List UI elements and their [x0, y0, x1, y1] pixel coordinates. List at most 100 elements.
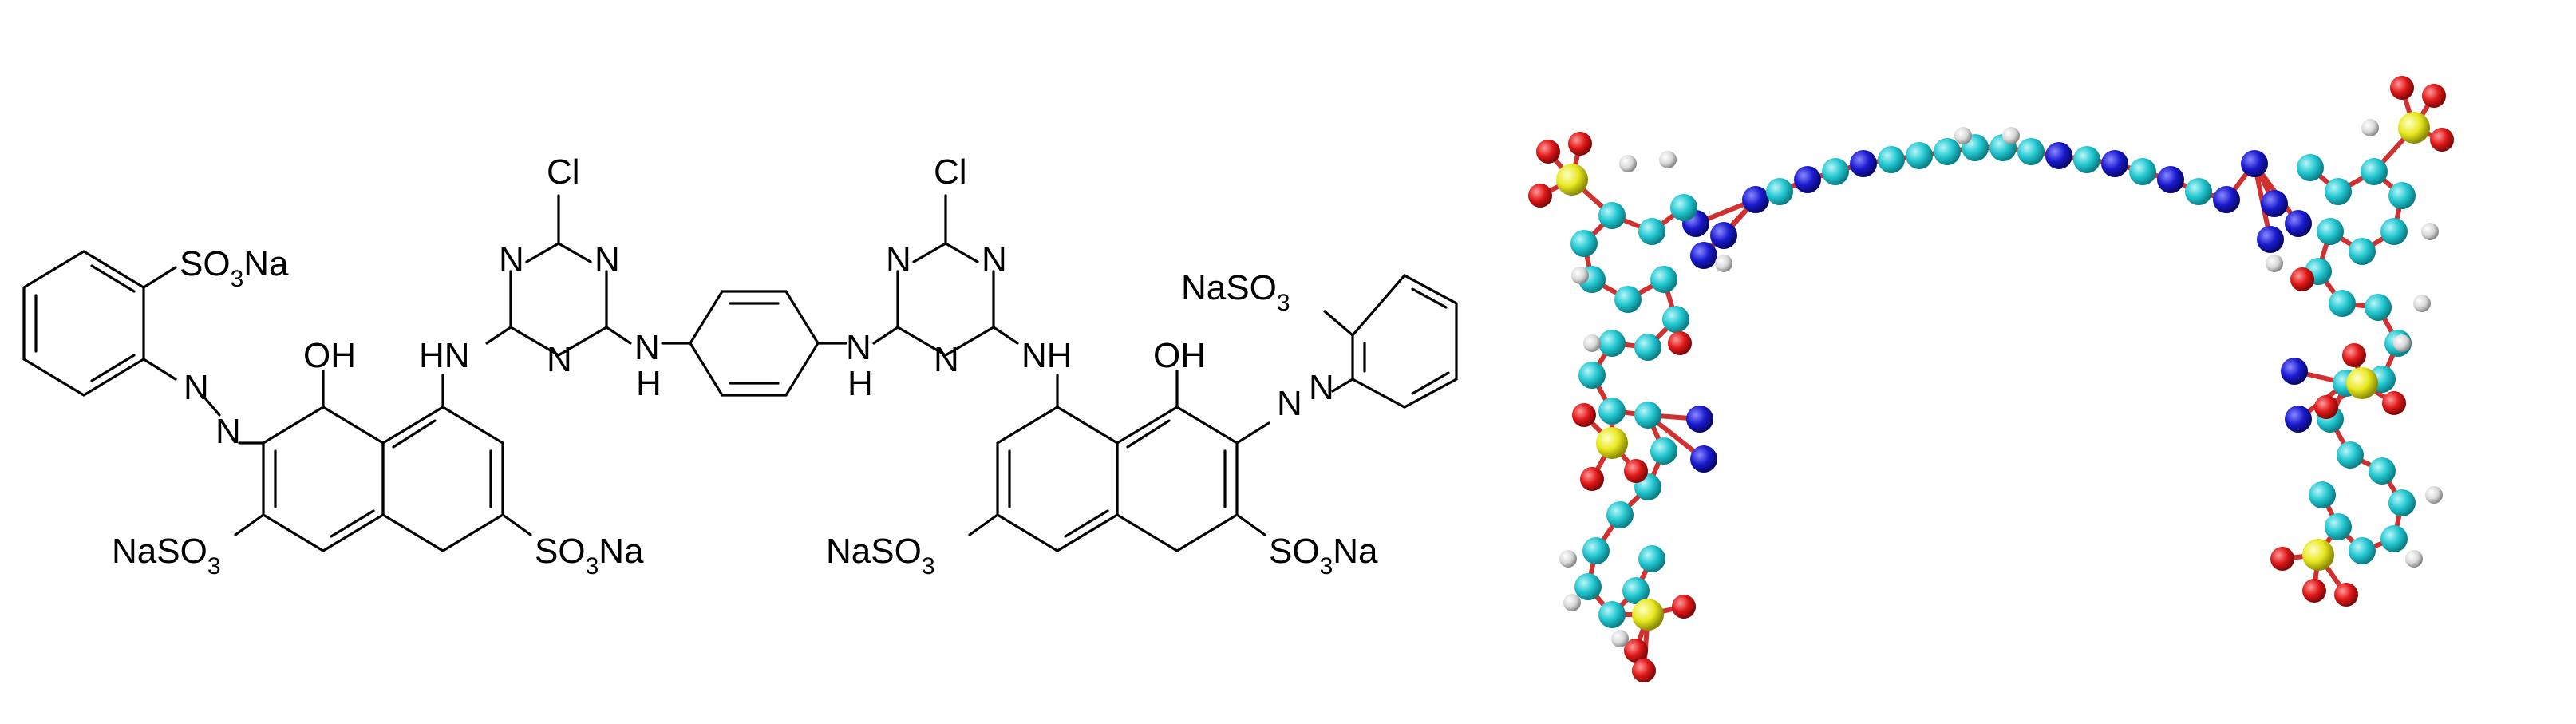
model-atom-c — [2388, 489, 2416, 516]
model-atom-h — [2361, 119, 2379, 136]
model-atom-c — [1634, 334, 1661, 361]
structural-formula-svg: SO3Na N N OH HN NaSO3 SO3Na — [22, 152, 1458, 580]
structural-formula: SO3Na N N OH HN NaSO3 SO3Na — [22, 152, 1458, 580]
model-atom-c — [1670, 194, 1697, 221]
model-atom-c — [1574, 573, 1602, 600]
azo-left-n2: N — [215, 412, 241, 451]
model-atom-h — [2393, 334, 2411, 352]
so3na-bottom-right: SO3Na — [1269, 532, 1378, 580]
nh-right: NH — [1021, 336, 1073, 375]
ball-and-stick-model — [1516, 0, 2576, 724]
model-atom-c — [2337, 441, 2364, 469]
model-atom-c — [1634, 402, 1661, 429]
model-atom-c — [2329, 290, 2356, 317]
model-atom-n — [1686, 406, 1713, 433]
model-atom-c — [1638, 545, 1665, 572]
so3na-top-left: SO3Na — [180, 244, 289, 292]
model-atom-c — [2380, 218, 2408, 245]
model-atom-n — [2285, 210, 2312, 237]
model-atom-c — [2349, 537, 2376, 564]
model-atom-h — [2421, 223, 2439, 240]
model-atom-c — [1578, 362, 1606, 389]
model-atom-n — [1710, 222, 1737, 249]
model-atom-h — [2425, 486, 2443, 504]
model-atom-c — [1598, 398, 1626, 425]
model-atom-o — [2314, 395, 2338, 419]
model-atom-c — [2129, 158, 2156, 185]
model-atom-o — [2290, 267, 2314, 291]
model-atom-h — [1715, 255, 1732, 272]
model-atom-c — [2325, 178, 2352, 205]
model-atom-h — [1611, 630, 1629, 647]
model-atom-c — [1662, 306, 1689, 333]
model-atom-c — [2325, 513, 2352, 540]
ball-and-stick-model-svg — [1528, 76, 2454, 682]
naso3-top-right: NaSO3 — [1181, 268, 1290, 316]
model-atom-o — [1568, 132, 1592, 156]
model-atom-h — [2002, 127, 2020, 144]
model-atom-n — [2261, 190, 2288, 217]
model-atom-c — [1766, 178, 1793, 205]
model-atom-c — [1622, 577, 1650, 604]
naso3-bottom-right: NaSO3 — [826, 532, 935, 580]
model-atom-c — [2388, 182, 2416, 209]
triazine-left-n-c: N — [547, 340, 572, 379]
model-atom-c — [2380, 525, 2408, 552]
model-atom-c — [1638, 218, 1665, 245]
model-atom-c — [2309, 481, 2336, 508]
model-atom-n — [2281, 358, 2308, 385]
triazine-left-n-a: N — [499, 240, 524, 279]
model-atom-c — [1650, 266, 1677, 293]
oh-right: OH — [1153, 336, 1206, 375]
model-atom-o — [2342, 343, 2366, 367]
model-atom-h — [1583, 334, 1601, 352]
model-atom-h — [1954, 127, 1972, 144]
model-atom-o — [1672, 595, 1696, 619]
model-atom-n — [2101, 150, 2128, 177]
model-atom-c — [2185, 178, 2212, 205]
model-atom-c — [2361, 158, 2388, 185]
model-atom-c — [1606, 501, 1634, 528]
model-atom-n — [1690, 445, 1717, 473]
model-atom-c — [2317, 218, 2344, 245]
model-atom-c — [1878, 146, 1905, 173]
cl-left: Cl — [547, 152, 580, 192]
left-triazine — [485, 194, 632, 357]
model-atom-o — [1536, 140, 1560, 164]
azo-right-n2: N — [1309, 368, 1334, 407]
model-atom-s — [1632, 599, 1664, 631]
hn-left: HN — [419, 336, 470, 375]
left-benzene-ring — [22, 250, 177, 397]
model-atom-s — [2398, 112, 2430, 144]
model-atom-n — [2213, 186, 2240, 213]
model-atom-o — [2430, 128, 2454, 152]
model-atom-s — [2346, 367, 2378, 399]
so3na-bottom-left: SO3Na — [535, 532, 644, 580]
model-atom-o — [2390, 76, 2414, 100]
model-atom-h — [2266, 255, 2283, 272]
model-atom-c — [2073, 146, 2100, 173]
model-atom-c — [1614, 286, 1642, 313]
oh-left: OH — [303, 336, 356, 375]
nh-right-link: N — [846, 328, 871, 367]
model-atom-o — [1528, 184, 1552, 208]
model-atom-c — [1582, 537, 1610, 564]
model-atom-c — [1822, 158, 1849, 185]
model-atom-c — [2369, 457, 2396, 485]
triazine-right-n-b: N — [982, 240, 1007, 279]
central-phenylene — [661, 290, 847, 397]
triazine-left-n-b: N — [595, 240, 620, 279]
model-atom-o — [2270, 547, 2294, 571]
model-atom-o — [1624, 459, 1648, 483]
model-atom-c — [1570, 230, 1598, 257]
cl-right: Cl — [934, 152, 967, 192]
model-atom-c — [1598, 330, 1626, 357]
model-atom-n — [1690, 242, 1717, 269]
model-atom-o — [2382, 391, 2406, 415]
nh-left-link: N — [634, 328, 660, 367]
model-atom-n — [1742, 186, 1769, 213]
model-atom-n — [2157, 166, 2184, 193]
model-atom-o — [1572, 403, 1596, 427]
model-atom-c — [1598, 202, 1626, 229]
model-atom-c — [1598, 601, 1626, 628]
